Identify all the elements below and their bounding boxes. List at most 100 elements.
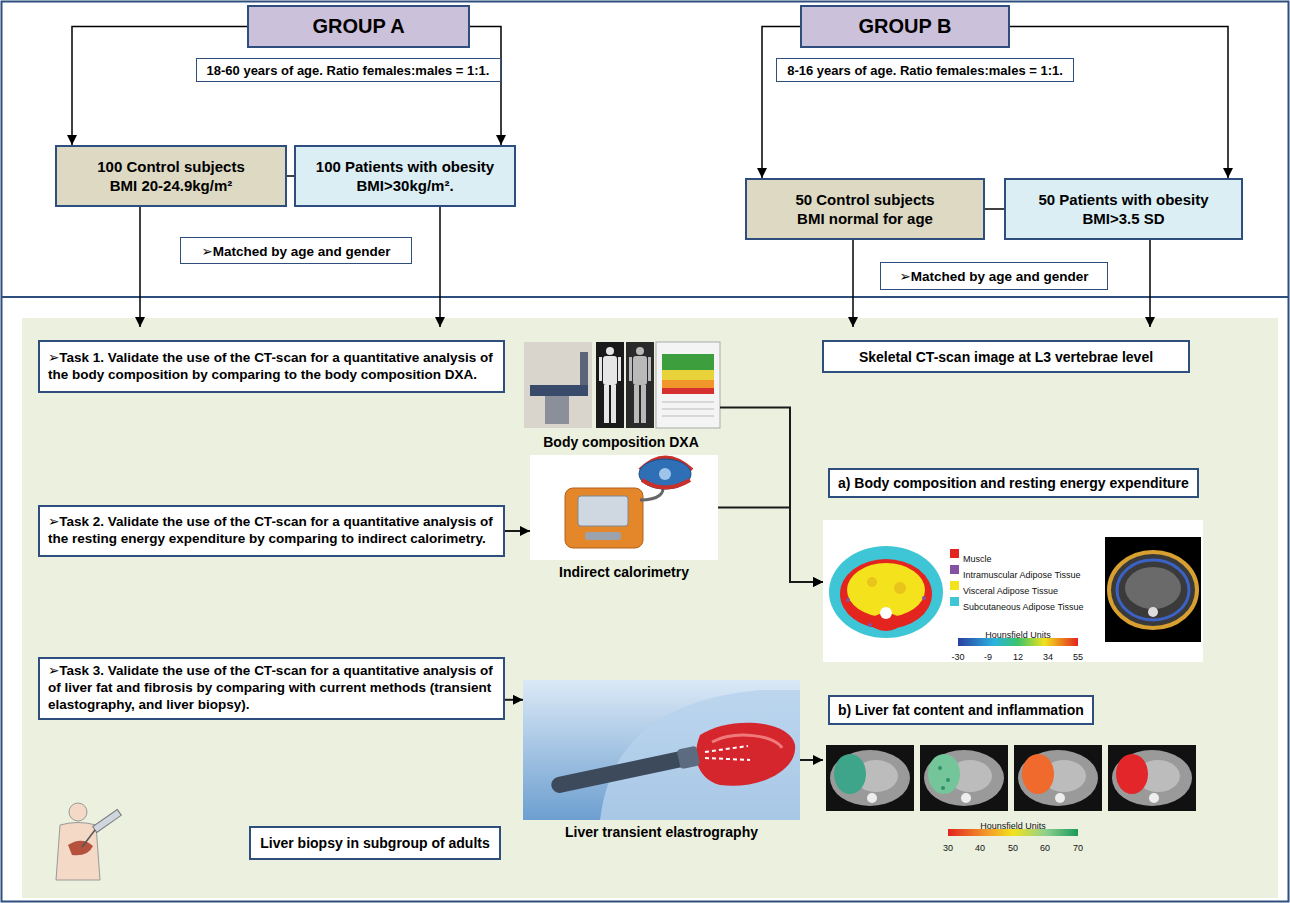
legend-row: Intramuscular Adipose Tissue — [950, 564, 1081, 582]
lower-panel — [1, 297, 1289, 898]
box-text: ➢Task 1. Validate the use of the CT-scan… — [48, 350, 495, 384]
ct-body-image: a) Body composition and resting energy e… — [823, 520, 1203, 662]
legend-swatch — [950, 597, 959, 606]
label-holder: -30 — [951, 646, 964, 664]
box-text: ➢Task 2. Validate the use of the CT-scan… — [48, 514, 495, 548]
control-box: 100 Control subjectsBMI 20-24.9kg/m² — [55, 145, 287, 207]
lower-panel — [1, 296, 1289, 298]
legend-text: Intramuscular Adipose Tissue — [963, 570, 1081, 580]
dxa-illustration — [648, 357, 651, 381]
box-text: 18-60 years of age. Ratio females:males … — [207, 63, 490, 78]
task-box: ➢Task 3. Validate the use of the CT-scan… — [38, 657, 505, 720]
legend-row: Muscle — [950, 548, 992, 566]
elastography-illustration — [600, 690, 800, 820]
box-text: 8-16 years of age. Ratio females:males =… — [787, 63, 1063, 78]
group-box: GROUP B — [800, 5, 1010, 48]
calorimeter-illustration — [565, 488, 643, 548]
calorimeter-illustration — [659, 468, 671, 480]
dxa-illustration — [530, 385, 588, 396]
calorimeter-illustration — [530, 455, 718, 560]
legend-row: Visceral Adipose Tissue — [950, 580, 1058, 598]
biopsy-illustration — [68, 841, 93, 856]
calorimeter-illustration — [530, 455, 718, 560]
elastography-illustration — [677, 746, 701, 770]
box-text: 50 Patients with obesity — [1038, 190, 1208, 210]
ct-liver-illustration — [867, 793, 877, 803]
dxa-illustration — [626, 342, 654, 428]
box-text: BMI normal for age — [797, 209, 933, 229]
biopsy-illustration — [82, 830, 95, 847]
lower-panel — [22, 318, 1278, 898]
legend-swatch — [950, 549, 959, 558]
dxa-illustration — [633, 356, 647, 385]
ct-body-illustration — [867, 577, 877, 587]
ct-body-illustration — [894, 582, 906, 594]
label-holder: 70 — [1073, 837, 1083, 855]
box-text: ➢Task 3. Validate the use of the CT-scan… — [48, 663, 495, 714]
heading-box: Skeletal CT-scan image at L3 vertebrae l… — [822, 340, 1190, 373]
scale-value: 70 — [1073, 843, 1083, 853]
connector — [1010, 27, 1228, 179]
group-box: GROUP A — [247, 5, 470, 48]
ct-liver-illustration — [1112, 750, 1192, 806]
dxa-illustration — [656, 342, 720, 428]
ct-body-illustration — [823, 520, 1203, 662]
ct-body-illustration — [829, 546, 943, 638]
control-box: 50 Control subjectsBMI normal for age — [745, 178, 985, 240]
label-holder: -9 — [984, 646, 992, 664]
ct-liver-illustration — [1055, 793, 1065, 803]
ct-body-illustration — [1109, 552, 1197, 628]
calorimeter-illustration — [578, 496, 628, 526]
box-text: ➢Matched by age and gender — [201, 243, 390, 259]
scale-value: 50 — [1008, 843, 1018, 853]
matching-box: ➢Matched by age and gender — [880, 262, 1108, 290]
ct-liver-illustration — [920, 745, 1008, 811]
ct-liver-illustration — [961, 793, 971, 803]
dxa-illustration — [662, 354, 714, 370]
calorimeter-illustration — [639, 459, 691, 489]
dxa-illustration — [611, 385, 616, 423]
connector — [505, 699, 523, 701]
ct-body-illustration — [880, 607, 892, 619]
elastography-illustration — [523, 680, 800, 820]
dxa-illustration — [662, 416, 714, 417]
ct-liver-illustration — [1108, 745, 1196, 811]
scale-value: -9 — [984, 652, 992, 662]
ct-liver-illustration — [928, 754, 960, 794]
dxa-illustration — [596, 342, 624, 428]
elastography-illustration — [705, 746, 748, 752]
criteria-box: 8-16 years of age. Ratio females:males =… — [776, 58, 1074, 82]
dxa-illustration — [524, 342, 720, 428]
down-arrow — [852, 240, 854, 327]
legend-text: Muscle — [963, 554, 992, 564]
scale-value: -30 — [951, 652, 964, 662]
dxa-illustration — [636, 347, 644, 355]
ct-body-illustration — [1125, 567, 1181, 609]
dxa-illustration — [599, 357, 602, 381]
calorimeter-illustration — [642, 480, 690, 488]
dxa-illustration — [603, 356, 617, 385]
scale-value: 30 — [943, 843, 953, 853]
label-holder: 40 — [975, 837, 985, 855]
ct-liver-illustration — [1014, 745, 1102, 811]
criteria-box: 18-60 years of age. Ratio females:males … — [196, 58, 501, 82]
ct-liver-illustration — [826, 745, 1196, 836]
connector — [287, 175, 294, 177]
box-text: Skeletal CT-scan image at L3 vertebrae l… — [859, 349, 1153, 365]
biopsy-illustration — [56, 803, 121, 880]
box-text: 50 Control subjects — [795, 190, 934, 210]
ct-liver-illustration — [941, 786, 945, 790]
connector — [72, 27, 247, 146]
patient-box: 50 Patients with obesityBMI>3.5 SD — [1004, 178, 1243, 240]
box-text: GROUP B — [859, 15, 952, 38]
dxa-illustration — [604, 385, 609, 423]
calorimeter-illustration — [585, 532, 621, 540]
legend-swatch — [950, 565, 959, 574]
elastography-image: Liver transient elastrography — [523, 680, 800, 820]
dxa-illustration — [580, 352, 588, 385]
elastography-illustration — [523, 680, 800, 820]
ct-liver-illustration — [924, 750, 1004, 806]
elastography-illustration — [705, 758, 750, 760]
legend-text: Visceral Adipose Tissue — [963, 586, 1058, 596]
